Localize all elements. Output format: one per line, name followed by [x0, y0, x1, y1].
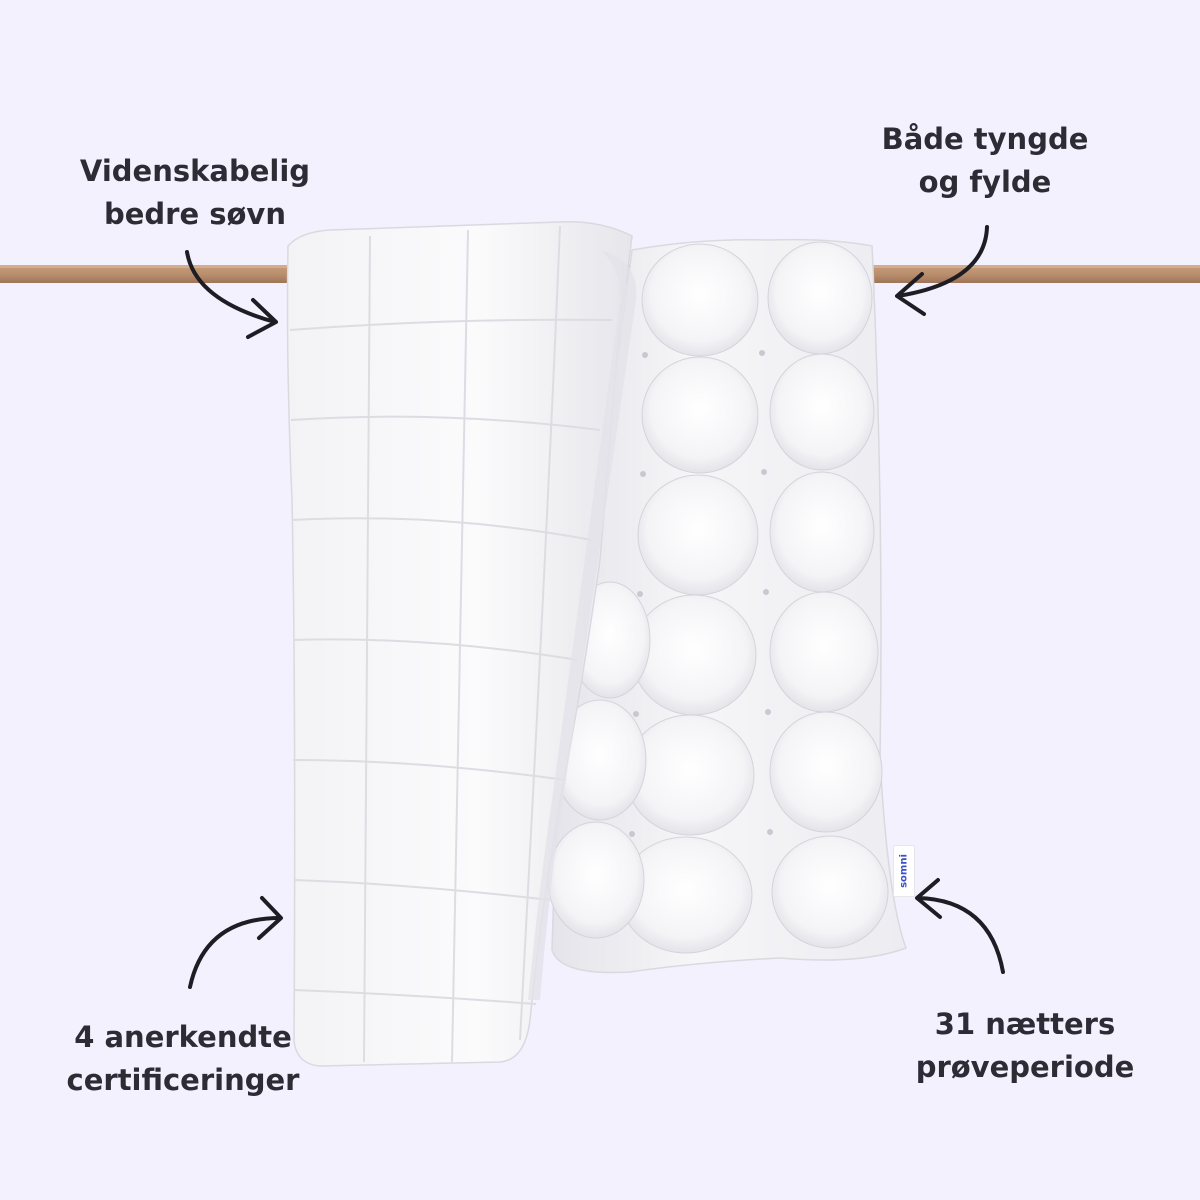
callout-line: 4 anerkendte: [74, 1020, 292, 1054]
callout-weight-and-loft: Både tyngde og fylde: [830, 118, 1140, 204]
brand-tag: somni: [893, 845, 915, 897]
callout-scientific-sleep: Videnskabelig bedre søvn: [40, 150, 350, 236]
callout-line: 31 nætters: [934, 1007, 1116, 1041]
callout-line: Videnskabelig: [79, 154, 311, 188]
brand-tag-text: somni: [898, 854, 910, 888]
callout-line: prøveperiode: [915, 1050, 1135, 1084]
weighted-blanket-icon: [286, 221, 907, 1067]
callout-certifications: 4 anerkendte certificeringer: [28, 1016, 338, 1102]
callout-line: Både tyngde: [881, 122, 1089, 156]
callout-arrow-icon: [915, 878, 1005, 974]
callout-line: bedre søvn: [104, 197, 286, 231]
callout-line: certificeringer: [66, 1063, 300, 1097]
callout-line: og fylde: [918, 165, 1052, 199]
callout-arrow-icon: [185, 250, 278, 339]
callout-trial-period: 31 nætters prøveperiode: [870, 1003, 1180, 1089]
callout-arrow-icon: [895, 225, 989, 316]
callout-arrow-icon: [188, 896, 283, 989]
